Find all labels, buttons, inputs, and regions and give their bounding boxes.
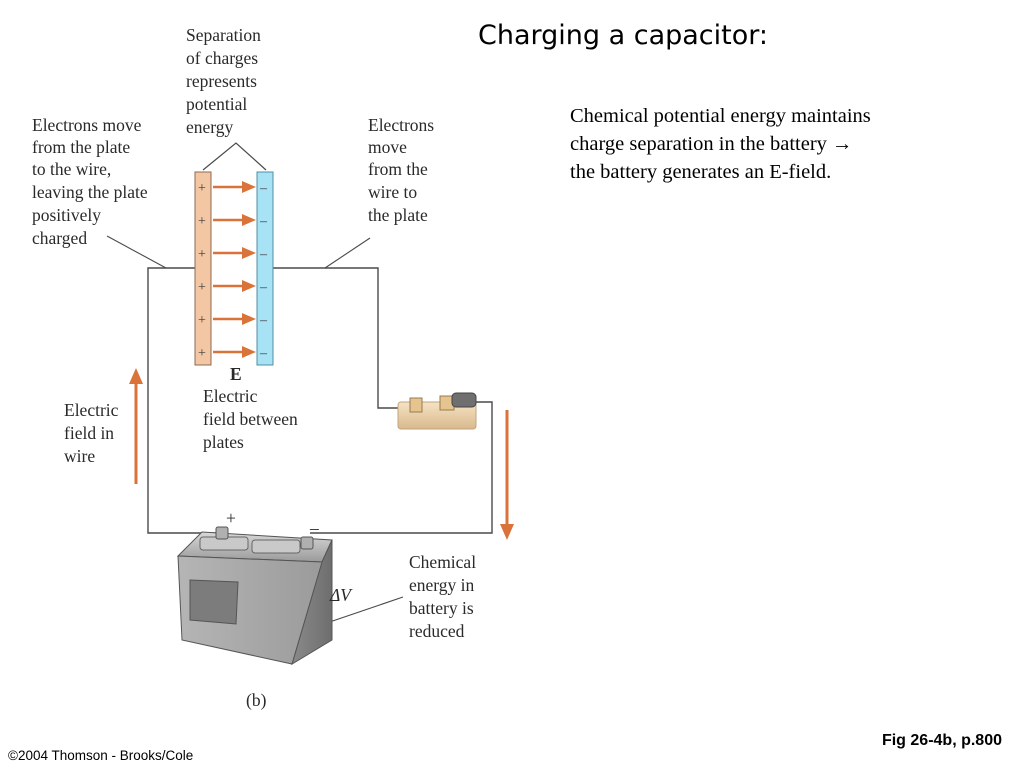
negative-charge: – xyxy=(259,313,268,328)
copyright-notice: ©2004 Thomson - Brooks/Cole xyxy=(8,748,194,763)
body-line: Chemical potential energy maintains xyxy=(570,105,871,127)
negative-plate xyxy=(256,171,274,366)
field-symbol: E xyxy=(230,364,242,384)
positive-charge: + xyxy=(198,181,206,196)
negative-charge: – xyxy=(259,280,268,295)
field-in-wire-label: Electric field in wire xyxy=(64,400,123,466)
capacitor-circuit-diagram: +–+–+–+–+–+– Separation of charges xyxy=(32,25,514,710)
battery-label: Chemical energy in battery is reduced xyxy=(409,552,480,641)
positive-charge: + xyxy=(198,280,206,295)
field-arrow xyxy=(213,280,256,292)
field-arrow xyxy=(213,313,256,325)
battery-minus-sign: – xyxy=(309,518,319,538)
separation-label: Separation of charges represents potenti… xyxy=(186,25,265,137)
positive-charge: + xyxy=(198,247,206,262)
body-line: the battery generates an E-field. xyxy=(570,161,832,183)
field-in-wire-arrow xyxy=(500,410,514,540)
positive-plate xyxy=(194,171,212,366)
body-text: Chemical potential energy maintains char… xyxy=(570,102,990,186)
body-line: charge separation in the battery → xyxy=(570,133,853,155)
field-between-label: Electric field between plates xyxy=(203,386,302,452)
negative-charge: – xyxy=(259,247,268,262)
negative-charge: – xyxy=(259,214,268,229)
negative-charge: – xyxy=(259,181,268,196)
left-plate-label: Electrons move from the plate to the wir… xyxy=(32,115,152,248)
field-arrow xyxy=(213,346,256,358)
field-arrow xyxy=(213,247,256,259)
positive-charge: + xyxy=(198,346,206,361)
switch xyxy=(397,392,477,430)
figure-letter: (b) xyxy=(246,690,267,710)
field-arrow xyxy=(213,214,256,226)
separation-bracket xyxy=(202,142,267,171)
battery xyxy=(176,526,333,666)
right-plate-label: Electrons move from the wire to the plat… xyxy=(368,115,438,225)
plate-charges: + – + – + – + – + – + – xyxy=(198,181,268,361)
delta-v-label: ΔV xyxy=(329,585,353,605)
figure-reference: Fig 26-4b, p.800 xyxy=(881,732,1002,749)
positive-charge: + xyxy=(198,214,206,229)
slide-title: Charging a capacitor: xyxy=(478,20,768,51)
positive-charge: + xyxy=(198,313,206,328)
negative-charge: – xyxy=(259,346,268,361)
field-arrows-between-plates xyxy=(213,181,256,358)
battery-plus-sign: + xyxy=(226,508,236,528)
field-arrow xyxy=(213,181,256,193)
field-in-wire-arrow xyxy=(129,368,143,484)
